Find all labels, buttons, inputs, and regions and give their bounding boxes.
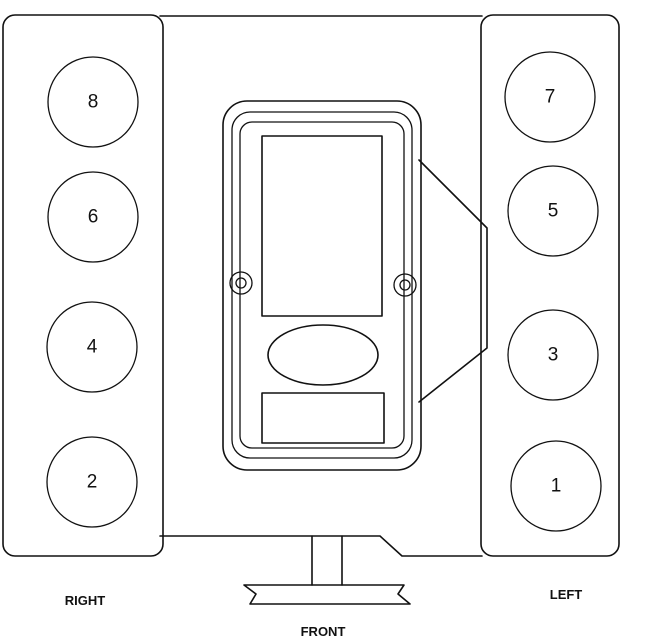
intake-manifold — [222, 100, 422, 471]
engine-block-outline — [159, 15, 483, 557]
rear-port — [261, 392, 385, 444]
cylinder-6: 6 — [47, 171, 139, 263]
cylinder-3: 3 — [507, 309, 599, 401]
cylinder-8-label: 8 — [88, 92, 99, 113]
cylinder-7: 7 — [504, 51, 596, 143]
cylinder-4-label: 4 — [87, 337, 98, 358]
oval-port — [267, 324, 379, 386]
cylinder-7-label: 7 — [545, 87, 556, 108]
cylinder-8: 8 — [47, 56, 139, 148]
cylinder-4: 4 — [46, 301, 138, 393]
bolt-hole-right — [393, 273, 417, 297]
right-cylinder-bank — [2, 14, 164, 557]
front-crank-pulley — [243, 535, 411, 605]
right-bank-label: RIGHT — [65, 593, 106, 608]
left-bank-label: LEFT — [550, 587, 583, 602]
bolt-hole-left — [229, 271, 253, 295]
left-cylinder-bank — [480, 14, 620, 557]
front-label: FRONT — [301, 624, 346, 639]
cylinder-2: 2 — [46, 436, 138, 528]
cylinder-1-label: 1 — [551, 476, 562, 497]
throttle-body-opening — [261, 135, 383, 317]
cylinder-5: 5 — [507, 165, 599, 257]
cylinder-2-label: 2 — [87, 472, 98, 493]
cylinder-5-label: 5 — [548, 201, 559, 222]
cylinder-3-label: 3 — [548, 345, 559, 366]
intake-tab — [418, 159, 488, 403]
cylinder-1: 1 — [510, 440, 602, 532]
cylinder-6-label: 6 — [88, 207, 99, 228]
